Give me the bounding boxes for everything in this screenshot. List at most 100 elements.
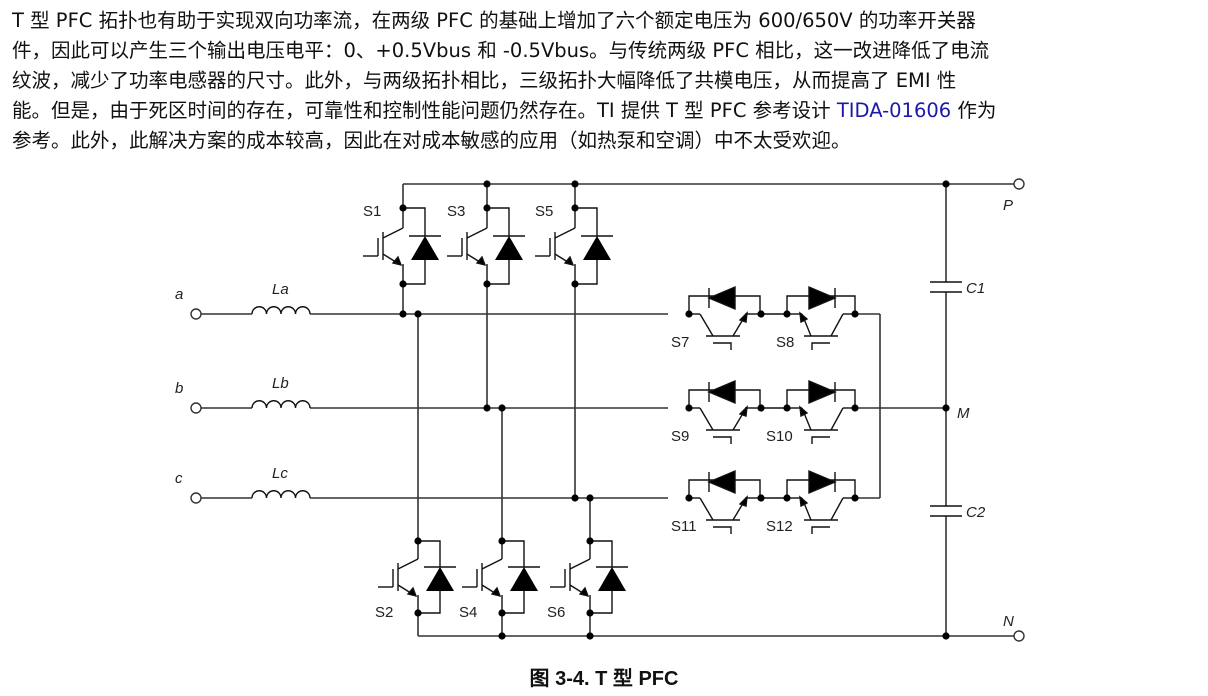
junction-dot — [571, 204, 579, 212]
igbt-S4 — [462, 540, 540, 614]
switch-label: S6 — [547, 604, 565, 621]
igbt-S1 — [363, 207, 441, 285]
emitter-arrow-icon — [406, 586, 418, 598]
junction-dot — [942, 632, 950, 640]
emitter-arrow-icon — [563, 255, 575, 267]
inductor-label: Lb — [272, 375, 289, 392]
inductor-label: La — [272, 281, 289, 298]
junction-dot — [498, 609, 506, 617]
junction-dot — [586, 609, 594, 617]
diode-lead — [403, 260, 426, 285]
capacitor-label: C2 — [966, 504, 986, 521]
emitter-arrow-icon — [475, 255, 487, 267]
igbt-gate — [713, 436, 732, 444]
diode-icon — [808, 379, 837, 405]
diode-lead — [575, 260, 598, 285]
junction-dot — [757, 310, 765, 318]
paragraph-line-suffix: 作为 — [951, 99, 997, 122]
igbt-S2 — [378, 540, 456, 614]
switch-label: S4 — [459, 604, 477, 621]
junction-dot — [685, 404, 693, 412]
diode-lead — [403, 207, 426, 236]
switch-label: S5 — [535, 203, 553, 220]
igbt-collector — [382, 227, 404, 239]
diode-lead — [418, 591, 441, 614]
diode-lead — [487, 260, 510, 285]
diode-lead — [487, 207, 510, 236]
igbt-collector — [554, 227, 576, 239]
junction-dot — [851, 494, 859, 502]
phase-label: b — [175, 380, 183, 397]
input-terminal-b — [190, 402, 202, 414]
figure-caption: 图 3-4. T 型 PFC — [529, 668, 679, 690]
junction-dot — [414, 537, 422, 545]
paragraph-line: 参考。此外，此解决方案的成本较高，因此在对成本敏感的应用（如热泵和空调）中不太受… — [12, 129, 851, 152]
paragraph-line: 件，因此可以产生三个输出电压电平：0、+0.5Vbus 和 -0.5Vbus。与… — [12, 39, 990, 62]
junction-dot — [483, 404, 491, 412]
junction-dot — [399, 204, 407, 212]
igbt-gate — [811, 526, 830, 534]
junction-dot — [757, 404, 765, 412]
emitter-arrow-icon — [799, 495, 809, 508]
emitter-arrow-icon — [490, 586, 502, 598]
diode-lead — [502, 540, 525, 567]
junction-dot — [414, 310, 422, 318]
junction-dot — [498, 632, 506, 640]
diode-lead — [575, 207, 598, 236]
diode-icon — [510, 567, 538, 591]
igbt-collector — [569, 558, 591, 570]
junction-dot — [851, 404, 859, 412]
terminal-p — [1013, 178, 1025, 190]
junction-dot — [498, 404, 506, 412]
diode-icon — [707, 469, 736, 495]
diode-icon — [411, 236, 439, 260]
igbt-collector — [830, 407, 844, 431]
diode-lead — [502, 591, 525, 614]
paragraph-line: 纹波，减少了功率电感器的尺寸。此外，与两级拓扑相比，三级拓扑大幅降低了共模电压，… — [12, 69, 957, 92]
junction-dot — [571, 494, 579, 502]
junction-dot — [942, 180, 950, 188]
bidirectional-switch-S9-S10 — [688, 379, 856, 444]
diode-lead — [418, 540, 441, 567]
igbt-gate — [713, 526, 732, 534]
junction-dot — [942, 404, 950, 412]
switch-label: S12 — [766, 518, 793, 535]
bidirectional-switch-S7-S8 — [688, 285, 856, 350]
emitter-arrow-icon — [738, 311, 748, 323]
switch-label: S11 — [671, 518, 697, 535]
switch-label: S8 — [776, 334, 794, 351]
switch-label: S3 — [447, 203, 465, 220]
tida-01606-link[interactable]: TIDA-01606 — [836, 99, 952, 122]
emitter-arrow-icon — [799, 311, 809, 324]
node-label-n: N — [1003, 613, 1014, 630]
junction-dot — [483, 204, 491, 212]
igbt-collector — [466, 227, 488, 239]
paragraph-line-text: 能。但是，由于死区时间的存在，可靠性和控制性能问题仍然存在。TI 提供 T 型 … — [12, 99, 837, 122]
igbt-collector — [397, 558, 419, 570]
junction-dot — [685, 494, 693, 502]
junction-dot — [586, 632, 594, 640]
emitter-arrow-icon — [738, 495, 748, 507]
junction-dot — [399, 310, 407, 318]
igbt-gate — [811, 342, 830, 350]
junction-dot — [851, 310, 859, 318]
inductor-label: Lc — [272, 465, 288, 482]
igbt-collector — [830, 313, 844, 337]
diode-lead — [590, 591, 613, 614]
junction-dot — [783, 494, 791, 502]
input-terminal-a — [190, 308, 202, 320]
junction-dot — [414, 609, 422, 617]
junction-dot — [483, 180, 491, 188]
igbt-collector — [481, 558, 503, 570]
diode-icon — [495, 236, 523, 260]
diode-icon — [426, 567, 454, 591]
diode-icon — [583, 236, 611, 260]
emitter-arrow-icon — [799, 405, 809, 418]
diode-icon — [808, 469, 837, 495]
diode-icon — [598, 567, 626, 591]
input-terminal-c — [190, 492, 202, 504]
junction-dot — [783, 404, 791, 412]
junction-dot — [498, 537, 506, 545]
junction-dot — [685, 310, 693, 318]
